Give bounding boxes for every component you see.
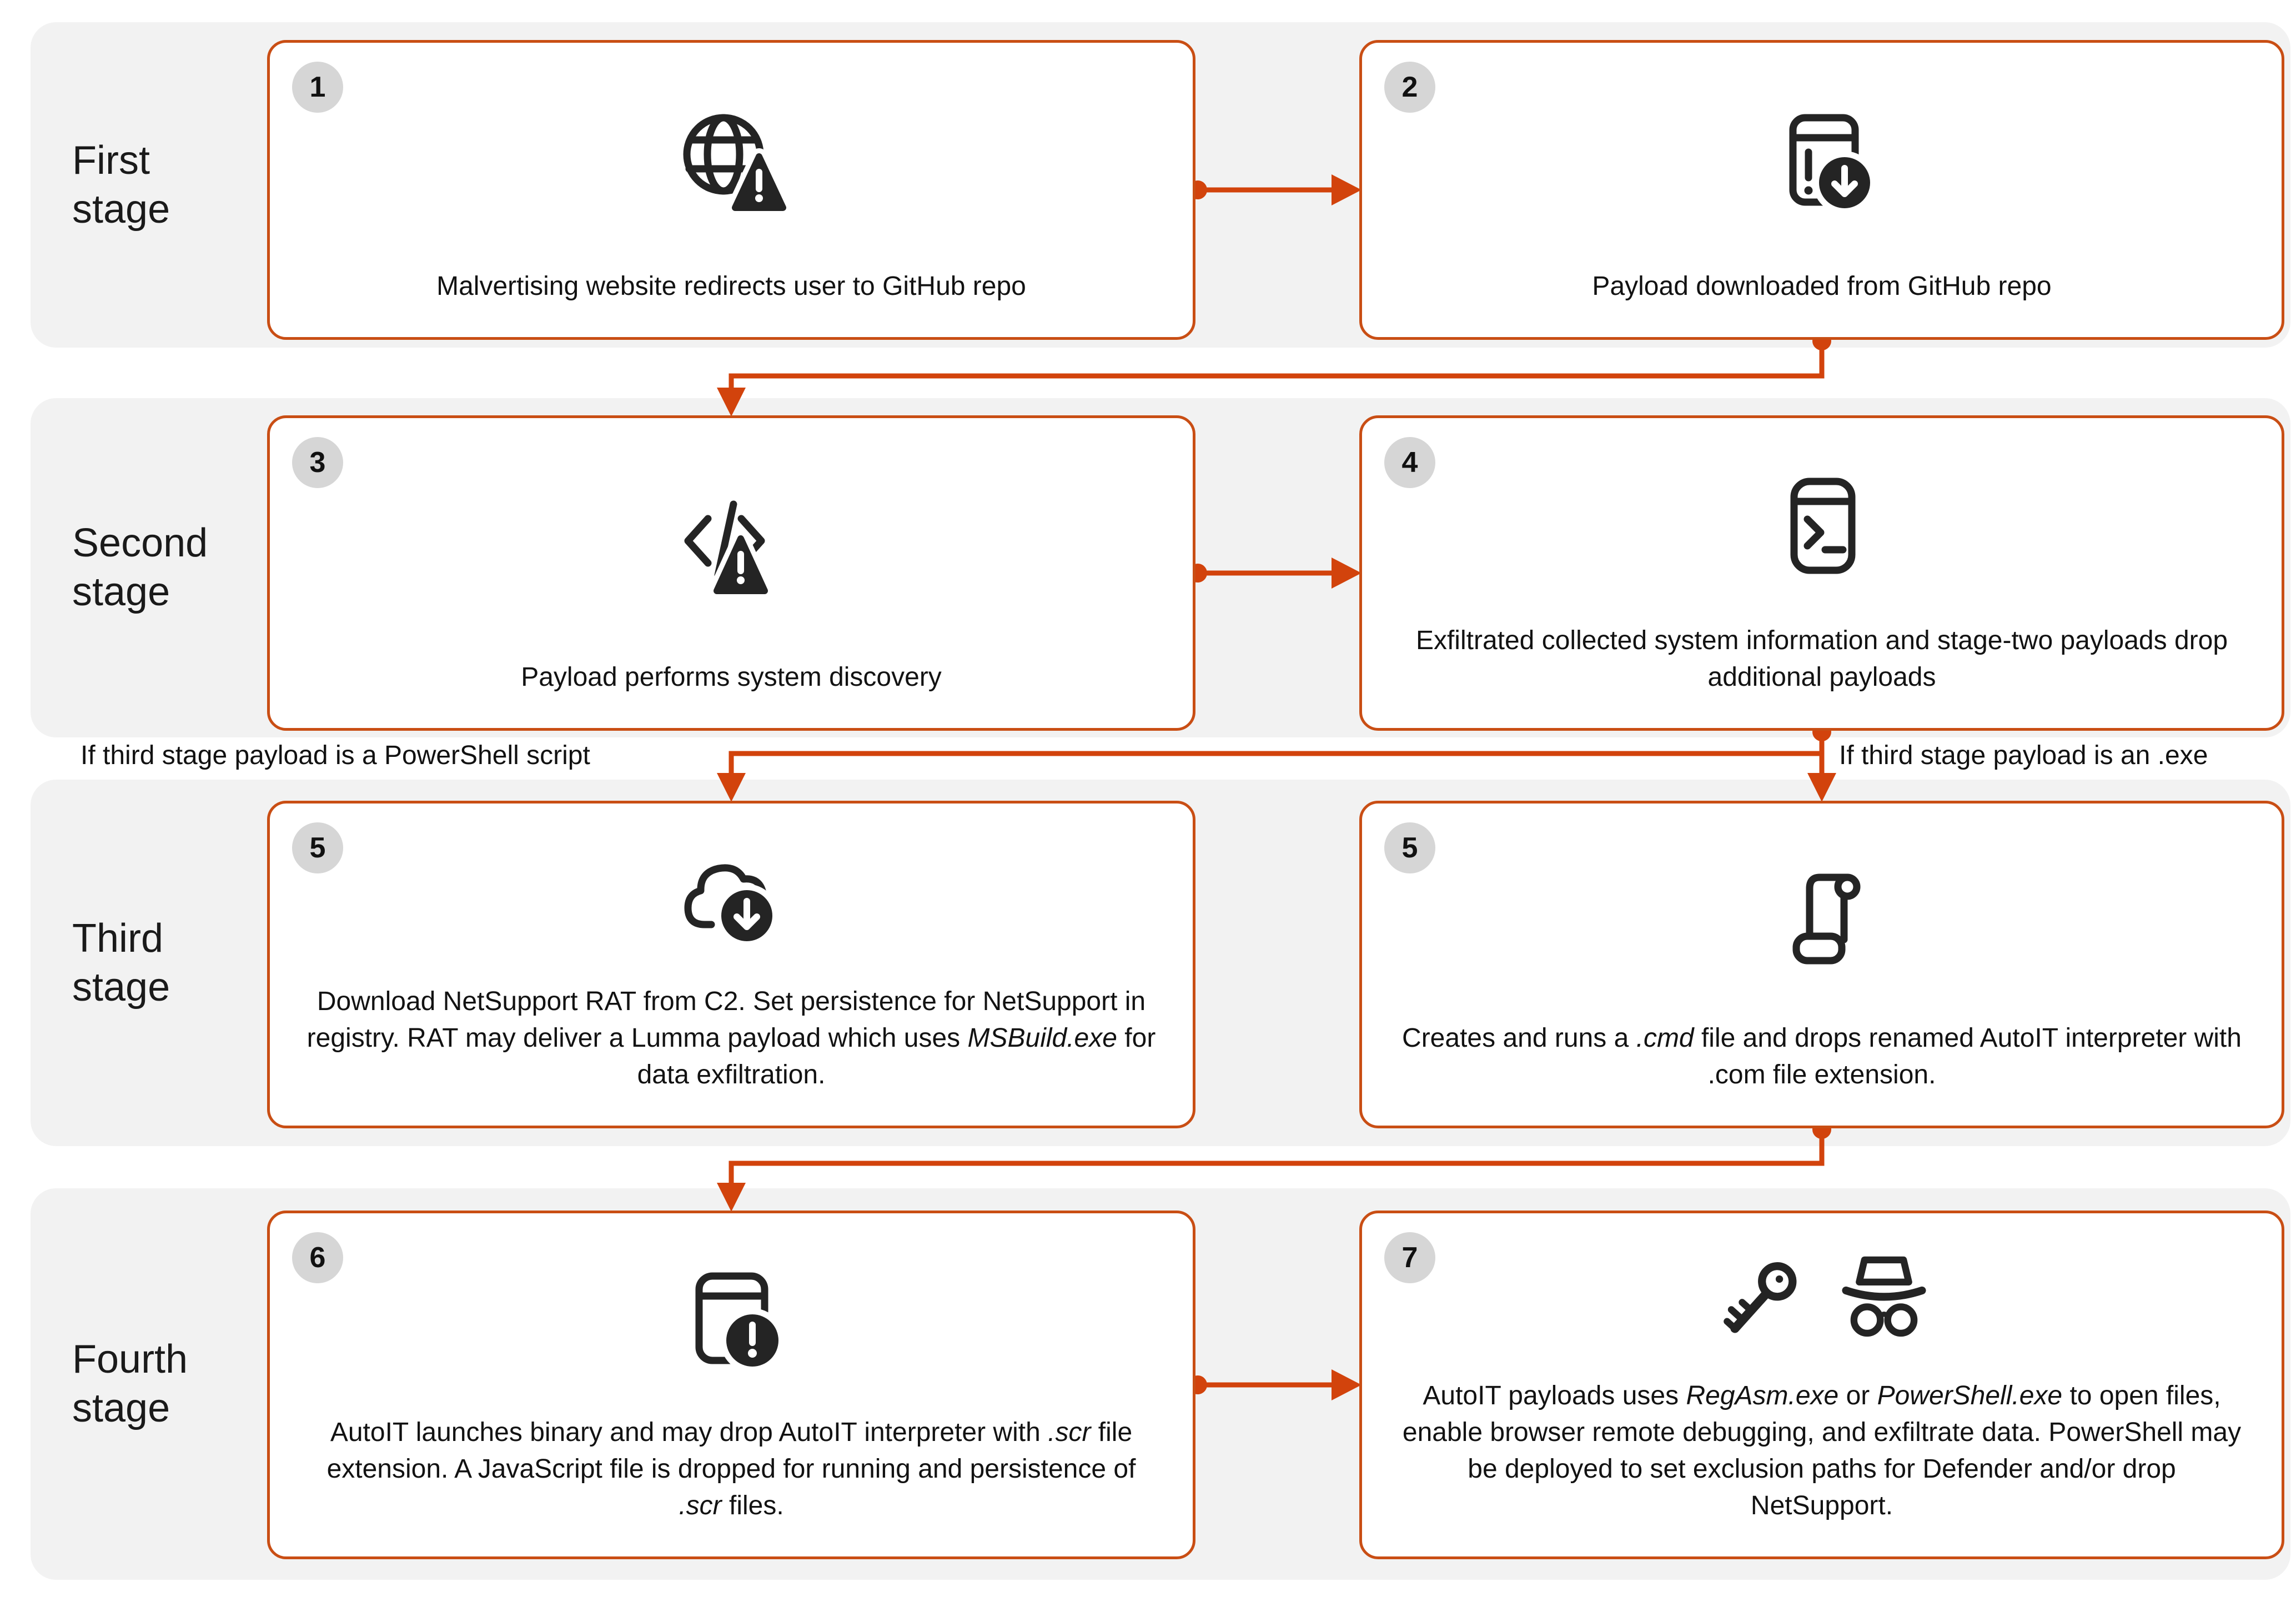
step-text: AutoIT launches binary and may drop Auto… bbox=[326, 1418, 1136, 1520]
stage-label-second: Second stage bbox=[72, 521, 208, 614]
app-window-alert-icon bbox=[270, 1213, 1193, 1411]
app-window-download-icon bbox=[1362, 43, 2282, 265]
step-text: Exfiltrated collected system information… bbox=[1415, 626, 2228, 692]
step-box-1: 1 Malvertising website redirects user to… bbox=[267, 40, 1195, 340]
step-text: Payload downloaded from GitHub repo bbox=[1592, 272, 2052, 301]
step-number-badge: 5 bbox=[292, 822, 343, 873]
step-box-6: 6 AutoIT launches binary and may drop Au… bbox=[267, 1211, 1195, 1559]
step-box-4: 4 Exfiltrated collected system informati… bbox=[1359, 415, 2284, 731]
code-warning-icon bbox=[270, 418, 1193, 656]
step-number-badge: 1 bbox=[292, 62, 343, 113]
terminal-icon bbox=[1362, 418, 2282, 619]
condition-label-exe: If third stage payload is an .exe bbox=[1839, 741, 2208, 770]
step-text: Download NetSupport RAT from C2. Set per… bbox=[307, 987, 1156, 1089]
condition-label-powershell: If third stage payload is a PowerShell s… bbox=[81, 741, 590, 770]
step-box-2: 2 Payload downloaded from GitHub repo bbox=[1359, 40, 2284, 340]
cloud-download-icon bbox=[270, 803, 1193, 980]
step-box-7: 7 AutoIT payloads uses RegAsm bbox=[1359, 1211, 2284, 1559]
step-box-5-powershell: 5 Download NetSupport RAT from C2. Set p… bbox=[267, 801, 1195, 1128]
globe-warning-icon bbox=[270, 43, 1193, 265]
step-box-3: 3 Payload performs system discovery bbox=[267, 415, 1195, 731]
stage-label-fourth: Fourth stage bbox=[72, 1337, 188, 1430]
step-text: Payload performs system discovery bbox=[521, 662, 942, 692]
step-number-badge: 5 bbox=[1384, 822, 1435, 873]
step-number-badge: 4 bbox=[1384, 437, 1435, 488]
scroll-icon bbox=[1362, 803, 2282, 1017]
step-number-badge: 3 bbox=[292, 437, 343, 488]
step-number-badge: 6 bbox=[292, 1232, 343, 1283]
step-number-badge: 2 bbox=[1384, 62, 1435, 113]
key-and-spy-icon bbox=[1362, 1213, 2282, 1374]
stage-label-third: Third stage bbox=[72, 916, 170, 1010]
key-icon bbox=[1724, 1262, 1797, 1333]
stage-label-first: First stage bbox=[72, 138, 170, 232]
step-number-badge: 7 bbox=[1384, 1232, 1435, 1283]
step-box-5-exe: 5 Creates and runs a .cmd file and drops… bbox=[1359, 801, 2284, 1128]
step-text: AutoIT payloads uses RegAsm.exe or Power… bbox=[1402, 1381, 2242, 1520]
step-text: Malvertising website redirects user to G… bbox=[436, 272, 1026, 301]
step-text: Creates and runs a .cmd file and drops r… bbox=[1402, 1023, 2242, 1089]
spy-icon bbox=[1842, 1256, 1926, 1337]
